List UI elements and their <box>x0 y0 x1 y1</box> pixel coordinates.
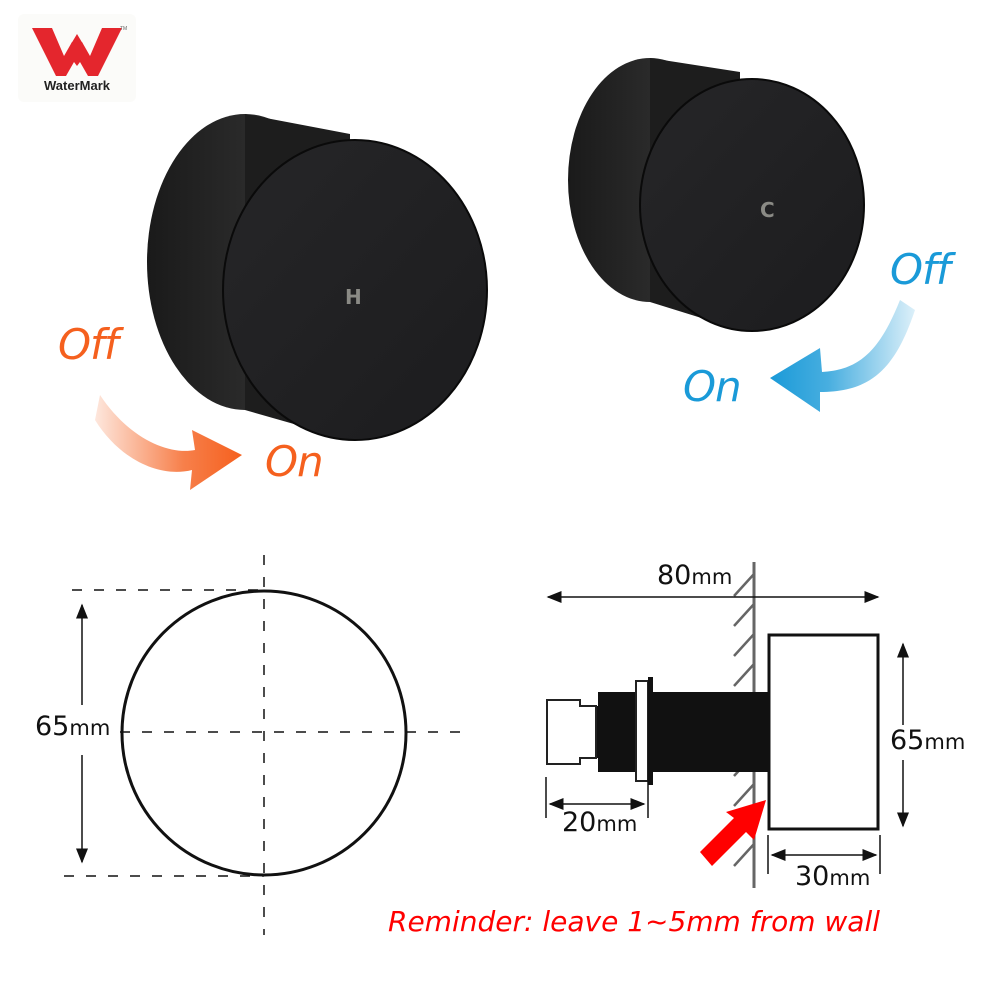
front-diameter-label: 65mm <box>35 711 111 742</box>
hot-knob-letter: H <box>345 285 362 309</box>
cold-knob <box>568 58 865 332</box>
cold-on-label: On <box>683 362 742 411</box>
installation-reminder: Reminder: leave 1~5mm from wall <box>388 905 881 938</box>
total-depth-label: 80mm <box>657 560 733 591</box>
gap-pointer-arrow-icon <box>700 800 766 866</box>
stem-length-label: 20mm <box>562 807 638 838</box>
hot-off-label: Off <box>58 320 119 369</box>
side-view-drawing <box>545 562 909 888</box>
watermark-logo: TM WaterMark <box>18 14 136 102</box>
cold-knob-letter: C <box>760 198 775 222</box>
trademark-mark: TM <box>120 26 128 32</box>
cold-rotation-arrow-icon <box>770 300 915 412</box>
cold-off-label: Off <box>890 245 951 294</box>
watermark-label: WaterMark <box>44 78 110 93</box>
watermark-w-icon <box>32 28 122 76</box>
height-label: 65mm <box>890 725 966 756</box>
hot-knob <box>147 114 488 441</box>
front-view-drawing <box>64 555 470 935</box>
knob-depth-label: 30mm <box>795 861 871 892</box>
hot-rotation-arrow-icon <box>95 395 242 490</box>
hot-on-label: On <box>265 437 324 486</box>
